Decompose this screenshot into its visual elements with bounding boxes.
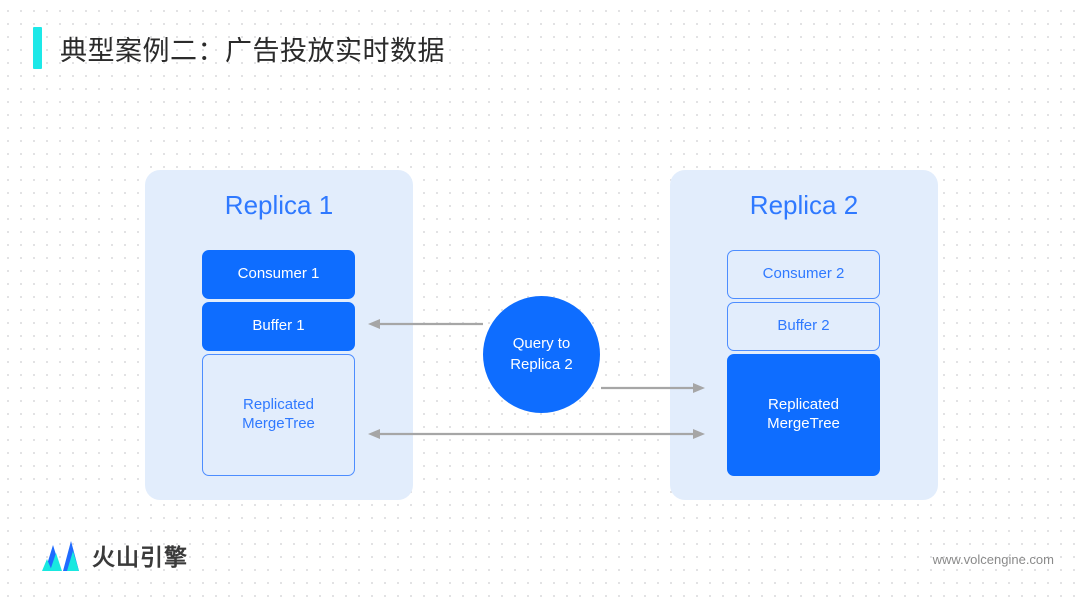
arrow-query-to-mergetree2 (601, 381, 705, 395)
replica-2-consumer-node[interactable]: Consumer 2 (727, 250, 880, 299)
brand-name: 火山引擎 (92, 545, 188, 571)
page-title: 典型案例二：广告投放实时数据 (60, 35, 445, 67)
slide-title-row: 典型案例二：广告投放实时数据 (33, 27, 445, 69)
brand-logo: 火山引擎 (42, 538, 188, 572)
footer-url: www.volcengine.com (932, 552, 1054, 567)
arrow-replica-sync (368, 427, 705, 441)
replica-2-panel: Replica 2 Consumer 2 Buffer 2 Replicated… (670, 170, 938, 500)
replica-1-panel: Replica 1 Consumer 1 Buffer 1 Replicated… (145, 170, 413, 500)
replica-1-consumer-node[interactable]: Consumer 1 (202, 250, 355, 299)
replica-2-buffer-node[interactable]: Buffer 2 (727, 302, 880, 351)
title-accent-bar (33, 27, 42, 69)
replica-1-title: Replica 1 (224, 190, 334, 220)
volcano-mountain-icon (42, 541, 79, 571)
arrow-query-to-buffer1 (368, 317, 483, 331)
replica-1-buffer-node[interactable]: Buffer 1 (202, 302, 355, 351)
replica-2-title: Replica 2 (749, 190, 859, 220)
